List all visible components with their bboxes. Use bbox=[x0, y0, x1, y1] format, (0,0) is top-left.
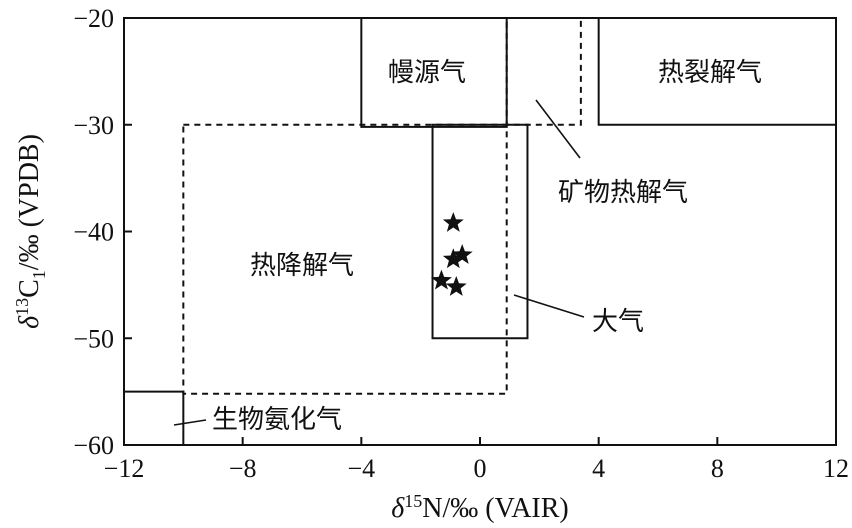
data-point-star bbox=[442, 248, 464, 269]
y-axis-title: δ13C1/‰ (VPDB) bbox=[12, 134, 49, 329]
data-point-star bbox=[451, 243, 473, 264]
region-label-thermal-degradation: 热降解气 bbox=[250, 251, 354, 281]
region-label-mantle: 幔源气 bbox=[388, 58, 466, 88]
y-tick-label: −40 bbox=[73, 218, 114, 247]
region-box-atmosphere bbox=[431, 123, 529, 340]
data-point-star bbox=[442, 211, 464, 232]
y-axis-delta: δ bbox=[14, 315, 45, 329]
x-axis-title: δ15N/‰ (VAIR) bbox=[391, 491, 569, 524]
y-axis-carbon: C bbox=[14, 279, 45, 298]
points-layer bbox=[430, 211, 473, 296]
x-tick-label: −4 bbox=[347, 454, 375, 483]
region-box-mineral-pyrolysis bbox=[505, 17, 582, 126]
region-label-biogenic-ammonification: 生物氨化气 bbox=[212, 405, 342, 435]
leader-line-atmosphere bbox=[513, 294, 585, 318]
leader-line-mineral-pyrolysis bbox=[535, 99, 581, 159]
y-tick-label: −50 bbox=[73, 324, 114, 353]
x-axis-unit: N/‰ (VAIR) bbox=[422, 493, 568, 524]
x-tick-label: −12 bbox=[104, 454, 145, 483]
leader-line-biogenic-ammonification bbox=[173, 419, 207, 426]
y-tick-label: −20 bbox=[73, 4, 114, 33]
region-label-mineral-pyrolysis: 矿物热解气 bbox=[558, 178, 688, 208]
x-axis-delta: δ bbox=[391, 493, 405, 524]
y-tick-label: −60 bbox=[73, 431, 114, 460]
y-axis-subscript: 1 bbox=[29, 270, 49, 279]
x-tick-label: 12 bbox=[823, 454, 849, 483]
x-tick-label: 8 bbox=[711, 454, 724, 483]
x-tick-label: −8 bbox=[229, 454, 257, 483]
x-axis-superscript: 15 bbox=[404, 491, 422, 511]
region-label-atmosphere: 大气 bbox=[592, 307, 644, 337]
y-tick-label: −30 bbox=[73, 111, 114, 140]
region-box-biogenic-ammonification bbox=[123, 390, 185, 446]
data-point-star bbox=[445, 276, 467, 296]
x-tick-label: 4 bbox=[592, 454, 605, 483]
region-box-thermal-degradation bbox=[182, 123, 508, 395]
x-tick-label: 0 bbox=[474, 454, 487, 483]
region-label-thermogenic-cracking: 热裂解气 bbox=[658, 58, 762, 88]
y-axis-superscript: 13 bbox=[12, 298, 32, 316]
y-axis-unit: /‰ (VPDB) bbox=[14, 134, 45, 270]
data-point-star bbox=[430, 269, 452, 290]
